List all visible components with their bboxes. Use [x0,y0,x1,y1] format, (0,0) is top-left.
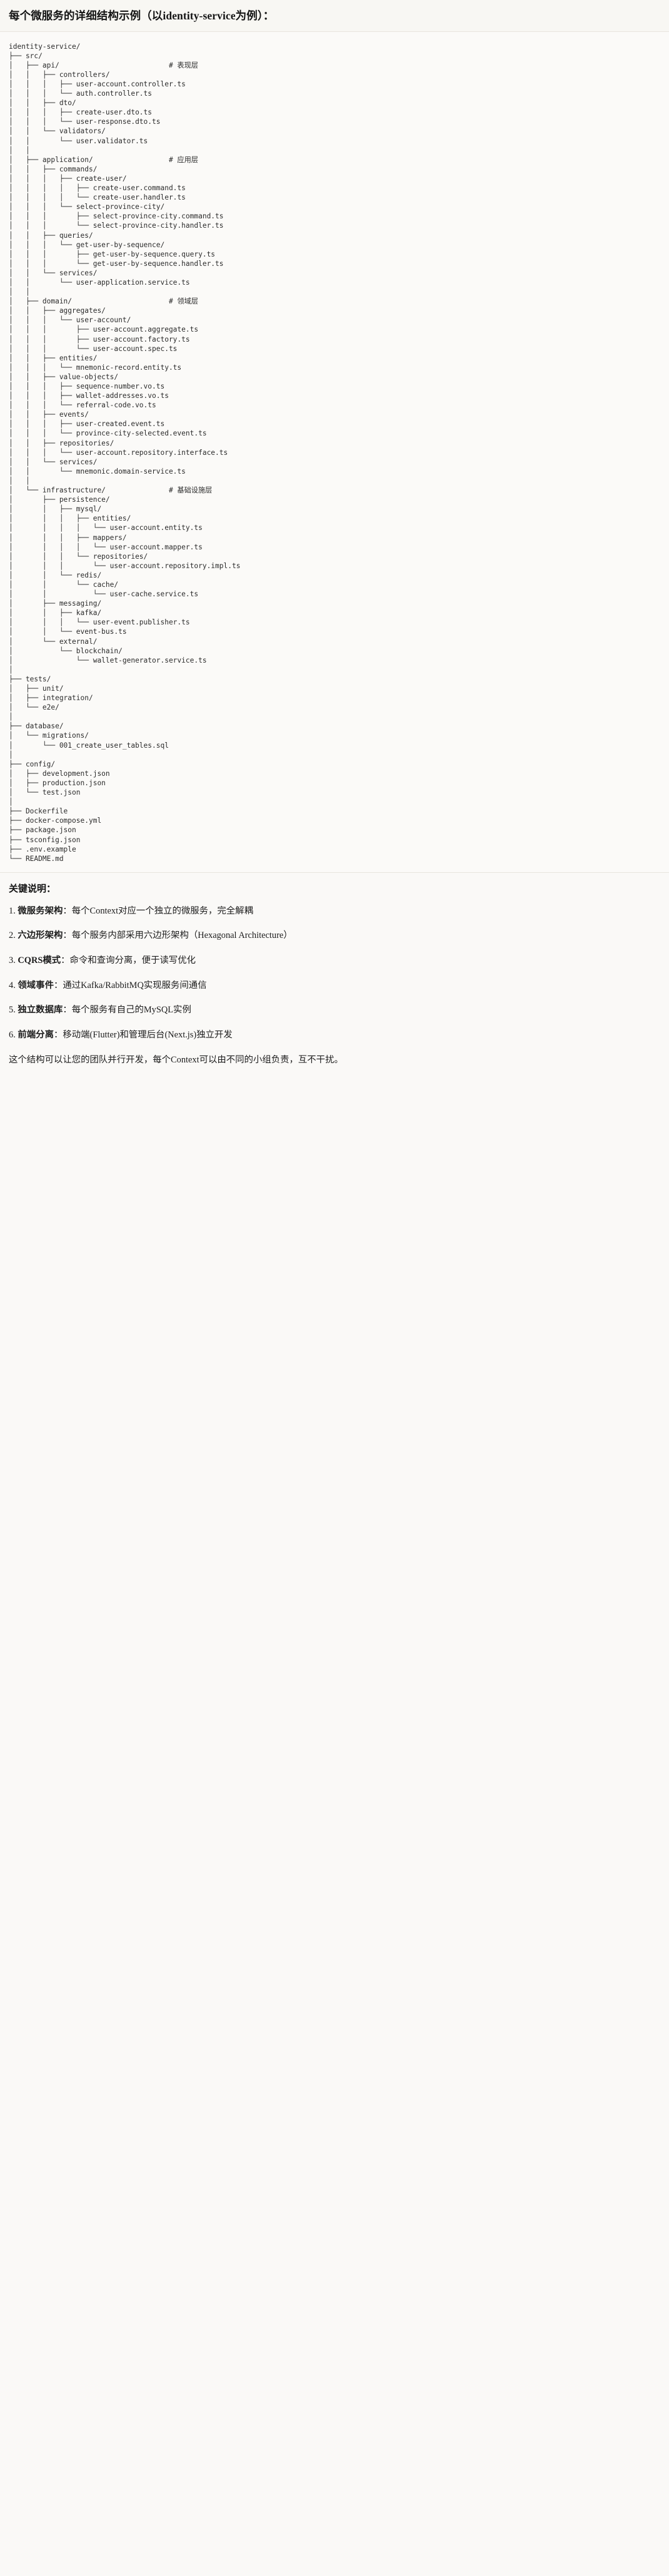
list-item-term: 六边形架构 [18,930,63,941]
list-item-term: 微服务架构 [18,905,63,916]
list-item-number: 3. [9,955,18,965]
list-item: 3. CQRS模式：命令和查询分离，便于读写优化 [9,954,660,968]
list-item-term: 前端分离 [18,1029,54,1040]
page-title: 每个微服务的详细结构示例（以identity-service为例）： [9,9,274,22]
list-item-desc: ：命令和查询分离，便于读写优化 [61,955,196,965]
list-item-term: 领域事件 [18,980,54,990]
list-item-desc: ：每个服务有自己的MySQL实例 [63,1005,191,1016]
document-page: 每个微服务的详细结构示例（以identity-service为例）： ident… [0,0,669,1080]
list-item-number: 1. [9,905,18,916]
key-notes-list: 1. 微服务架构：每个Context对应一个独立的微服务，完全解耦 2. 六边形… [9,905,660,1042]
list-item: 4. 领域事件：通过Kafka/RabbitMQ实现服务间通信 [9,979,660,993]
list-item: 2. 六边形架构：每个服务内部采用六边形架构（Hexagonal Archite… [9,929,660,943]
list-item-desc: ：每个Context对应一个独立的微服务，完全解耦 [63,905,253,916]
directory-tree: identity-service/ ├── src/ │ ├── api/ # … [9,42,241,863]
list-item-desc: ：通过Kafka/RabbitMQ实现服务间通信 [53,980,207,990]
key-notes-title: 关键说明： [9,883,56,894]
list-item-desc: ：移动端(Flutter)和管理后台(Next.js)独立开发 [53,1029,233,1040]
directory-tree-block: identity-service/ ├── src/ │ ├── api/ # … [0,31,669,873]
list-item-term: 独立数据库 [18,1005,63,1016]
list-item: 6. 前端分离：移动端(Flutter)和管理后台(Next.js)独立开发 [9,1029,660,1042]
list-item-number: 6. [9,1029,18,1040]
document-header: 每个微服务的详细结构示例（以identity-service为例）： [0,0,669,32]
list-item-desc: ：每个服务内部采用六边形架构（Hexagonal Architecture） [63,930,293,941]
list-item-number: 2. [9,930,18,941]
list-item: 5. 独立数据库：每个服务有自己的MySQL实例 [9,1004,660,1017]
closing-paragraph: 这个结构可以让您的团队并行开发，每个Context可以由不同的小组负责，互不干扰… [9,1055,343,1066]
key-notes-section: 关键说明： 1. 微服务架构：每个Context对应一个独立的微服务，完全解耦 … [0,872,669,1080]
list-item-term: CQRS模式 [18,955,61,965]
list-item-number: 5. [9,1005,18,1016]
list-item-number: 4. [9,980,18,990]
list-item: 1. 微服务架构：每个Context对应一个独立的微服务，完全解耦 [9,905,660,919]
